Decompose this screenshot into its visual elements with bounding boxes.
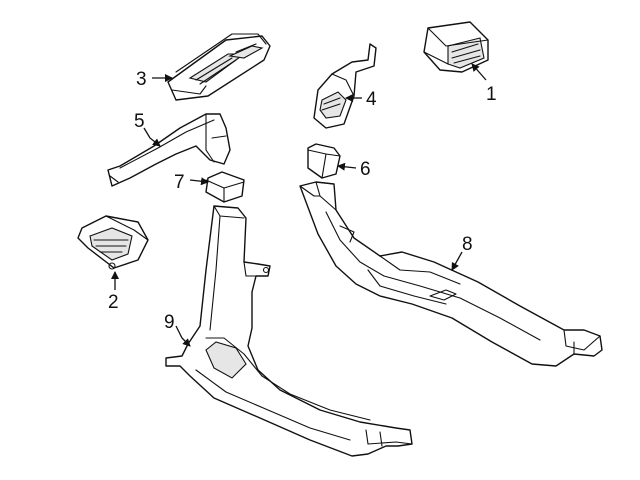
leader-9	[175, 325, 191, 347]
callout-7: 7	[174, 172, 185, 193]
leader-8	[451, 251, 463, 271]
leader-6	[337, 162, 357, 171]
callout-5: 5	[134, 111, 145, 132]
leader-7	[189, 177, 209, 186]
part-1-side-vent	[423, 21, 489, 73]
callout-2: 2	[108, 292, 119, 313]
part-7-connector	[205, 171, 245, 203]
leader-1	[471, 63, 487, 81]
leader-5	[143, 127, 161, 147]
callout-8: 8	[462, 234, 473, 255]
part-4-defroster-elbow	[313, 43, 377, 129]
callout-4: 4	[366, 89, 377, 110]
callout-9: 9	[164, 312, 175, 333]
part-2-side-vent	[77, 215, 149, 270]
callout-3: 3	[136, 69, 147, 90]
part-5-upper-duct	[107, 113, 231, 187]
part-8-right-floor-duct	[299, 181, 603, 367]
part-9-left-floor-duct	[165, 205, 413, 457]
part-6-connector	[307, 143, 341, 179]
callout-labels: 1 2 3 4 5 6 7 8 9	[108, 69, 497, 333]
callout-6: 6	[360, 159, 371, 180]
part-3-center-vent	[167, 33, 271, 101]
callout-1: 1	[486, 84, 497, 105]
callout-leaders	[111, 63, 487, 347]
